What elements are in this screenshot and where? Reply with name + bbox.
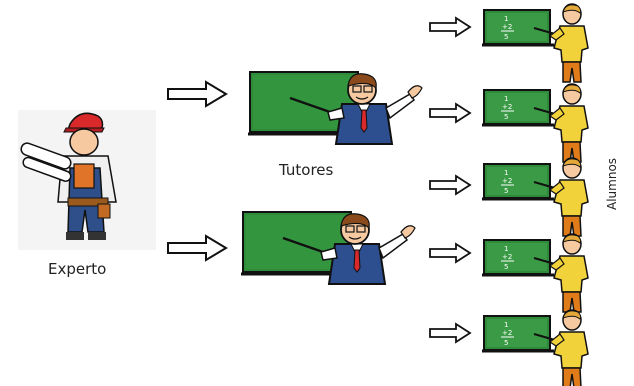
arrow-to-student-5 xyxy=(429,323,471,343)
student-5-figure xyxy=(480,308,590,386)
student-1-figure xyxy=(480,2,590,84)
arrow-to-student-2 xyxy=(429,103,471,123)
tutors-label: Tutores xyxy=(279,161,334,179)
arrow-to-student-4 xyxy=(429,243,471,263)
arrow-expert-to-tutor-1 xyxy=(167,81,227,107)
student-2-figure xyxy=(480,82,590,164)
expert-figure xyxy=(18,110,156,250)
arrow-to-student-3 xyxy=(429,175,471,195)
tutor-2-figure xyxy=(239,210,417,286)
student-4-figure xyxy=(480,232,590,314)
tutor-1-figure xyxy=(246,70,424,146)
students-group xyxy=(480,2,590,386)
arrow-expert-to-tutor-2 xyxy=(167,235,227,261)
students-label: Alumnos xyxy=(605,157,619,210)
student-3-figure xyxy=(480,156,590,238)
expert-label: Experto xyxy=(48,260,107,278)
arrow-to-student-1 xyxy=(429,17,471,37)
